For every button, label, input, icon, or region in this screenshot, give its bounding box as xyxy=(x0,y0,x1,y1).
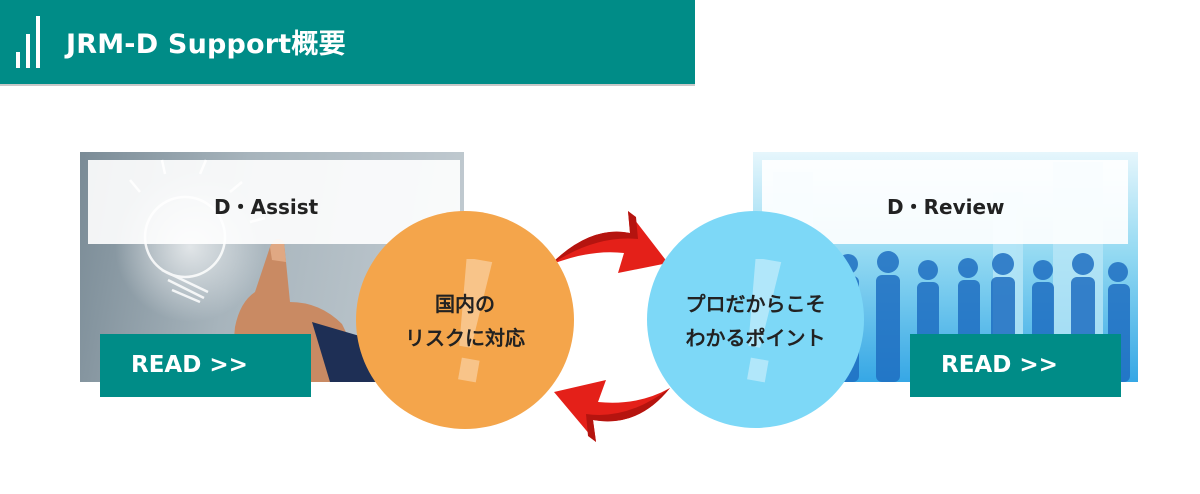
pro-points-line1: プロだからこそ xyxy=(685,292,826,316)
exclamation-icon xyxy=(458,259,493,383)
domestic-risk-line1: 国内の xyxy=(435,292,495,316)
assist-title-band xyxy=(88,160,460,244)
review-title-band xyxy=(762,160,1128,244)
assist-read-button[interactable]: READ >> xyxy=(100,334,311,397)
arrow-left-icon xyxy=(554,380,670,442)
pro-points-line2: わかるポイント xyxy=(685,326,826,350)
section-header: JRM-D Support概要 xyxy=(0,0,695,84)
bar-chart-icon xyxy=(16,16,42,68)
domestic-risk-circle: 国内の リスクに対応 xyxy=(356,211,574,429)
exclamation-icon xyxy=(747,259,782,383)
pro-points-circle: プロだからこそ わかるポイント xyxy=(647,211,864,428)
domestic-risk-line2: リスクに対応 xyxy=(405,326,525,350)
domestic-risk-text: 国内の リスクに対応 xyxy=(356,287,574,355)
assist-title: D・Assist xyxy=(214,195,319,219)
arrow-right-icon xyxy=(550,211,668,273)
pro-points-text: プロだからこそ わかるポイント xyxy=(647,287,864,355)
review-read-button[interactable]: READ >> xyxy=(910,334,1121,397)
page-title: JRM-D Support概要 xyxy=(66,29,346,60)
review-title: D・Review xyxy=(887,195,1005,219)
